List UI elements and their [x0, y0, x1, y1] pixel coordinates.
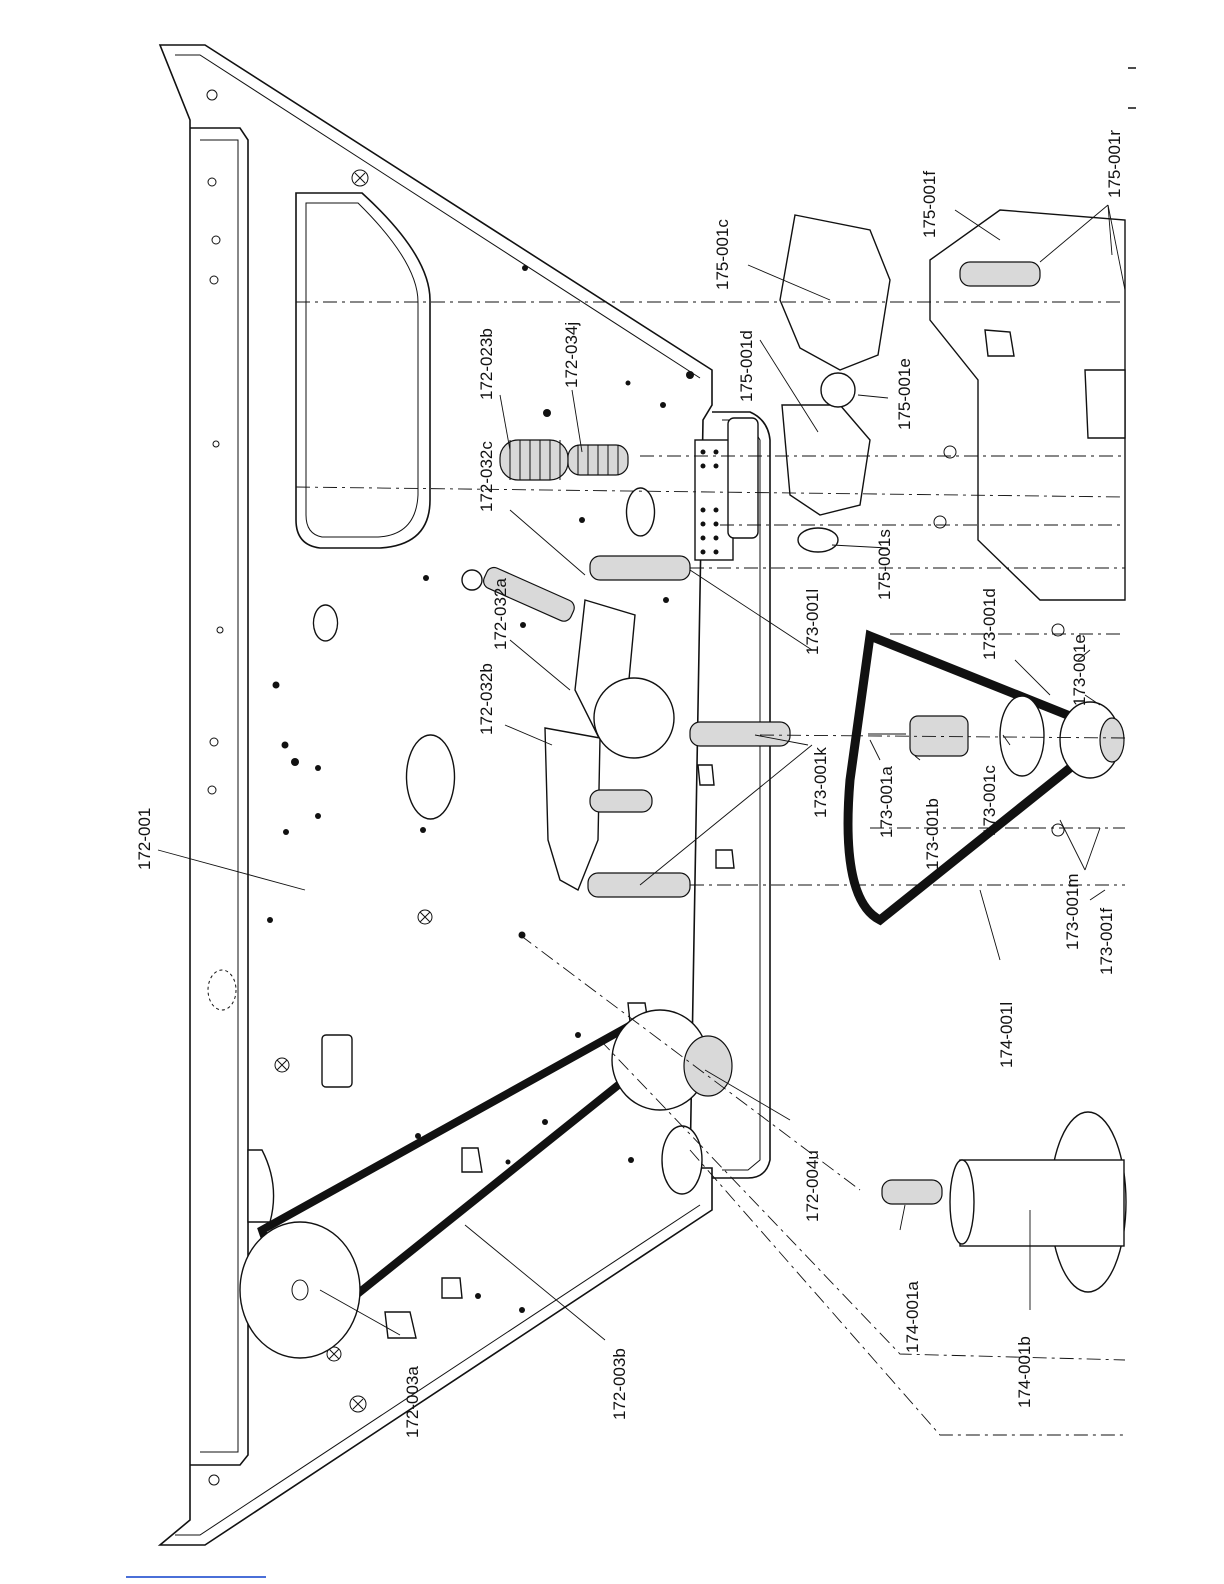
- label-172-023b: 172-023b: [477, 328, 496, 400]
- label-174-001a: 174-001a: [903, 1281, 922, 1353]
- capstan-assembly: [882, 1112, 1126, 1292]
- label-175-001d: 175-001d: [737, 330, 756, 402]
- label-175-001c: 175-001c: [713, 219, 732, 290]
- label-172-032b: 172-032b: [477, 663, 496, 735]
- label-173-001k: 173-001k: [811, 747, 830, 818]
- label-173-001f: 173-001f: [1097, 908, 1116, 975]
- label-172-034j: 172-034j: [562, 322, 581, 388]
- label-174-001b: 174-001b: [1015, 1336, 1034, 1408]
- label-173-001a: 173-001a: [877, 766, 896, 838]
- label-172-001: 172-001: [135, 808, 154, 870]
- label-173-001b: 173-001b: [923, 798, 942, 870]
- label-172-032a: 172-032a: [491, 578, 510, 650]
- label-175-001e: 175-001e: [895, 358, 914, 430]
- label-174-001l: 174-001l: [997, 1002, 1016, 1068]
- drive-belt-assembly: [240, 1010, 732, 1358]
- tension-lever: [406, 565, 674, 890]
- label-172-003a: 172-003a: [403, 1366, 422, 1438]
- label-172-004u: 172-004u: [803, 1150, 822, 1222]
- label-173-001l: 173-001l: [803, 589, 822, 655]
- label-173-001d: 173-001d: [980, 588, 999, 660]
- label-172-003b: 172-003b: [610, 1348, 629, 1420]
- label-172-032c: 172-032c: [477, 441, 496, 512]
- terminal-block: [695, 418, 758, 560]
- label-175-001r: 175-001r: [1105, 130, 1124, 198]
- footer-rule: [126, 1576, 266, 1578]
- edge-marks: [1128, 68, 1136, 108]
- label-173-001m: 173-001m: [1063, 873, 1082, 950]
- label-175-001s: 175-001s: [875, 529, 894, 600]
- label-173-001c: 173-001c: [980, 765, 999, 836]
- label-175-001f: 175-001f: [920, 171, 939, 238]
- label-173-001e: 173-001e: [1070, 634, 1089, 706]
